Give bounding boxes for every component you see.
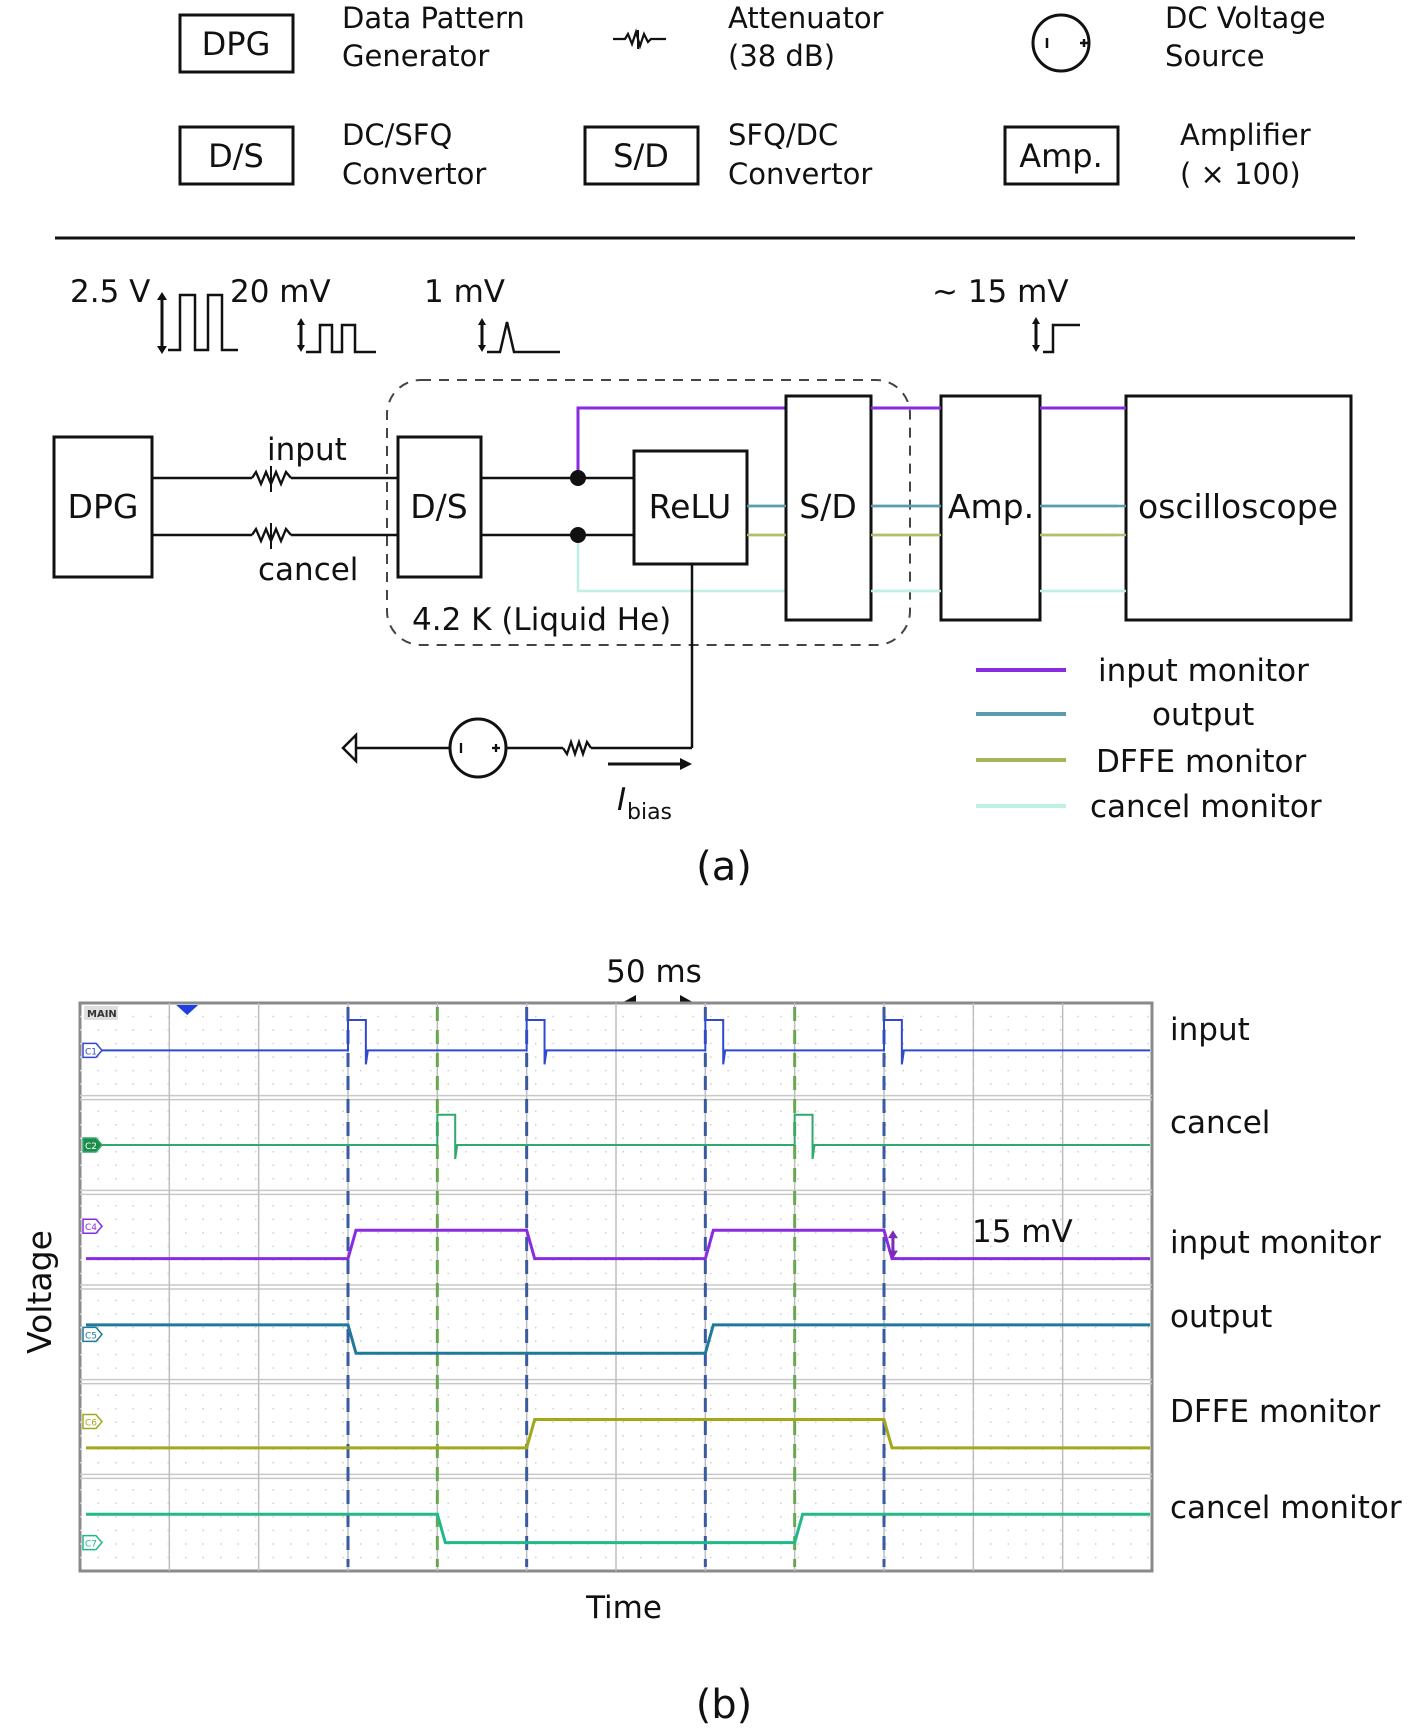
- legend-dpg-box: [178, 13, 295, 74]
- channel-tag-label: C7: [85, 1540, 97, 1550]
- channel-tag-label: C4: [85, 1223, 97, 1233]
- trace-label-output: output: [1170, 1299, 1272, 1335]
- ds-block-label: D/S: [410, 487, 467, 526]
- sd-block: [784, 394, 873, 622]
- channel-tag-label: C2: [85, 1142, 97, 1152]
- trigger-marker-icon: [176, 1005, 199, 1015]
- cryostat-label: 4.2 K (Liquid He): [412, 602, 671, 638]
- monitor-legend: input monitor output DFFE monitor cancel…: [976, 653, 1322, 825]
- attenuated-waveform-icon: [297, 318, 376, 354]
- dpg-block-label: DPG: [68, 487, 139, 526]
- legend-amp-desc2: ( × 100): [1180, 157, 1301, 191]
- amplitude-arrow-head: [887, 1250, 898, 1259]
- bias-label-sub: bias: [627, 800, 672, 825]
- y-axis-label: Voltage: [20, 1230, 59, 1354]
- amplitude-label: 15 mV: [972, 1214, 1073, 1250]
- bias-current-arrow-icon: [608, 758, 692, 770]
- channel-tag-C4: [82, 1218, 103, 1234]
- trace-label-input: input: [1170, 1012, 1250, 1048]
- sfq-waveform-icon: [478, 318, 560, 354]
- trace-input: [86, 1019, 1150, 1065]
- panel-b-caption: (b): [696, 1682, 753, 1728]
- ds-block: [396, 435, 483, 579]
- relu-block-label: ReLU: [649, 487, 732, 526]
- legend-ds-box: [178, 125, 295, 186]
- legend-sd-desc2: Convertor: [728, 157, 872, 191]
- legend-ds-desc2: Convertor: [342, 157, 486, 191]
- legend-sd-symbol: S/D: [613, 137, 669, 175]
- dpg-waveform-icon: [157, 292, 238, 354]
- amp-block: [939, 394, 1042, 622]
- level-output-label: ~ 15 mV: [932, 274, 1069, 310]
- main-tag-bg: [84, 1006, 118, 1020]
- main-tag: MAIN: [87, 1009, 117, 1020]
- level-sfq-label: 1 mV: [424, 274, 505, 310]
- legend-label-dffe-monitor: DFFE monitor: [1096, 744, 1307, 780]
- trace-output: [86, 1323, 1150, 1355]
- relu-block: [632, 449, 749, 566]
- cancel-junction-dot: [570, 527, 586, 543]
- legend-label-input-monitor: input monitor: [1098, 653, 1309, 689]
- channel-tag-C5: [82, 1326, 103, 1343]
- legend-dpg-desc2: Generator: [342, 39, 489, 73]
- legend-label-cancel-monitor: cancel monitor: [1090, 789, 1322, 825]
- trace-label-DFFE-monitor: DFFE monitor: [1170, 1394, 1381, 1430]
- channel-tag-C2: [82, 1137, 103, 1153]
- legend-dpg-desc1: Data Pattern: [342, 1, 525, 35]
- trace-cancel-monitor: [86, 1512, 1150, 1545]
- trace-DFFE-monitor: [86, 1418, 1150, 1450]
- legend-attenuator-desc2: (38 dB): [728, 39, 835, 73]
- legend-dc-source-desc1: DC Voltage: [1165, 1, 1326, 35]
- bias-resistor-icon: [562, 738, 592, 758]
- level-dpg-label: 2.5 V: [70, 274, 150, 310]
- attenuator-icon: [613, 28, 666, 50]
- amplitude-arrow-head: [887, 1230, 898, 1239]
- ground-icon: [341, 731, 358, 765]
- panel-a-block-diagram: 2.5 V 20 mV 1 mV ~ 15 mV: [52, 274, 1353, 890]
- bias-dc-source-icon: [448, 717, 508, 779]
- dpg-block: [52, 435, 154, 579]
- legend-ds-symbol: D/S: [208, 137, 264, 175]
- oscilloscope-block: [1124, 394, 1353, 622]
- trace-label-input-monitor: input monitor: [1170, 1225, 1381, 1261]
- channel-tag-label: C6: [85, 1419, 97, 1429]
- cancel-line-label: cancel: [258, 552, 358, 588]
- channel-tag-label: C5: [85, 1331, 97, 1341]
- legend-dpg-symbol: DPG: [202, 25, 271, 63]
- oscilloscope-block-label: oscilloscope: [1138, 487, 1338, 526]
- trace-label-cancel-monitor: cancel monitor: [1170, 1490, 1402, 1526]
- channel-tag-C7: [82, 1534, 103, 1551]
- x-axis-label: Time: [585, 1590, 662, 1626]
- legend-amp-box: [1003, 125, 1120, 186]
- channel-tag-C6: [82, 1413, 103, 1430]
- trace-label-cancel: cancel: [1170, 1105, 1270, 1141]
- symbol-legend: DPG Data Pattern Generator Attenuator (3…: [178, 1, 1326, 191]
- panel-a-caption: (a): [696, 844, 752, 890]
- legend-dc-source-desc2: Source: [1165, 39, 1265, 73]
- dc-source-icon: [1031, 13, 1091, 73]
- legend-ds-desc1: DC/SFQ: [342, 118, 452, 152]
- channel-tag-label: C1: [85, 1047, 97, 1057]
- panel-b-oscilloscope: 50 ms Voltage Time (b) MAINC1C2C4C5C6C7 …: [20, 954, 1402, 1728]
- trace-cancel: [86, 1113, 1150, 1160]
- trace-input-monitor: [86, 1228, 1150, 1261]
- level-attenuated-label: 20 mV: [230, 274, 331, 310]
- legend-label-output: output: [1152, 697, 1254, 733]
- legend-attenuator-desc1: Attenuator: [728, 1, 884, 35]
- amp-block-label: Amp.: [948, 487, 1034, 526]
- bias-label: I: [617, 782, 626, 818]
- legend-amp-symbol: Amp.: [1019, 137, 1103, 175]
- input-junction-dot: [570, 470, 586, 486]
- legend-sd-box: [583, 125, 700, 186]
- input-line-label: input: [267, 432, 347, 468]
- step-waveform-icon: [1032, 317, 1080, 354]
- legend-sd-desc1: SFQ/DC: [728, 118, 838, 152]
- channel-tag-C1: [82, 1042, 103, 1059]
- sd-block-label: S/D: [799, 487, 856, 526]
- timescale-label: 50 ms: [606, 954, 702, 990]
- legend-amp-desc1: Amplifier: [1180, 118, 1311, 152]
